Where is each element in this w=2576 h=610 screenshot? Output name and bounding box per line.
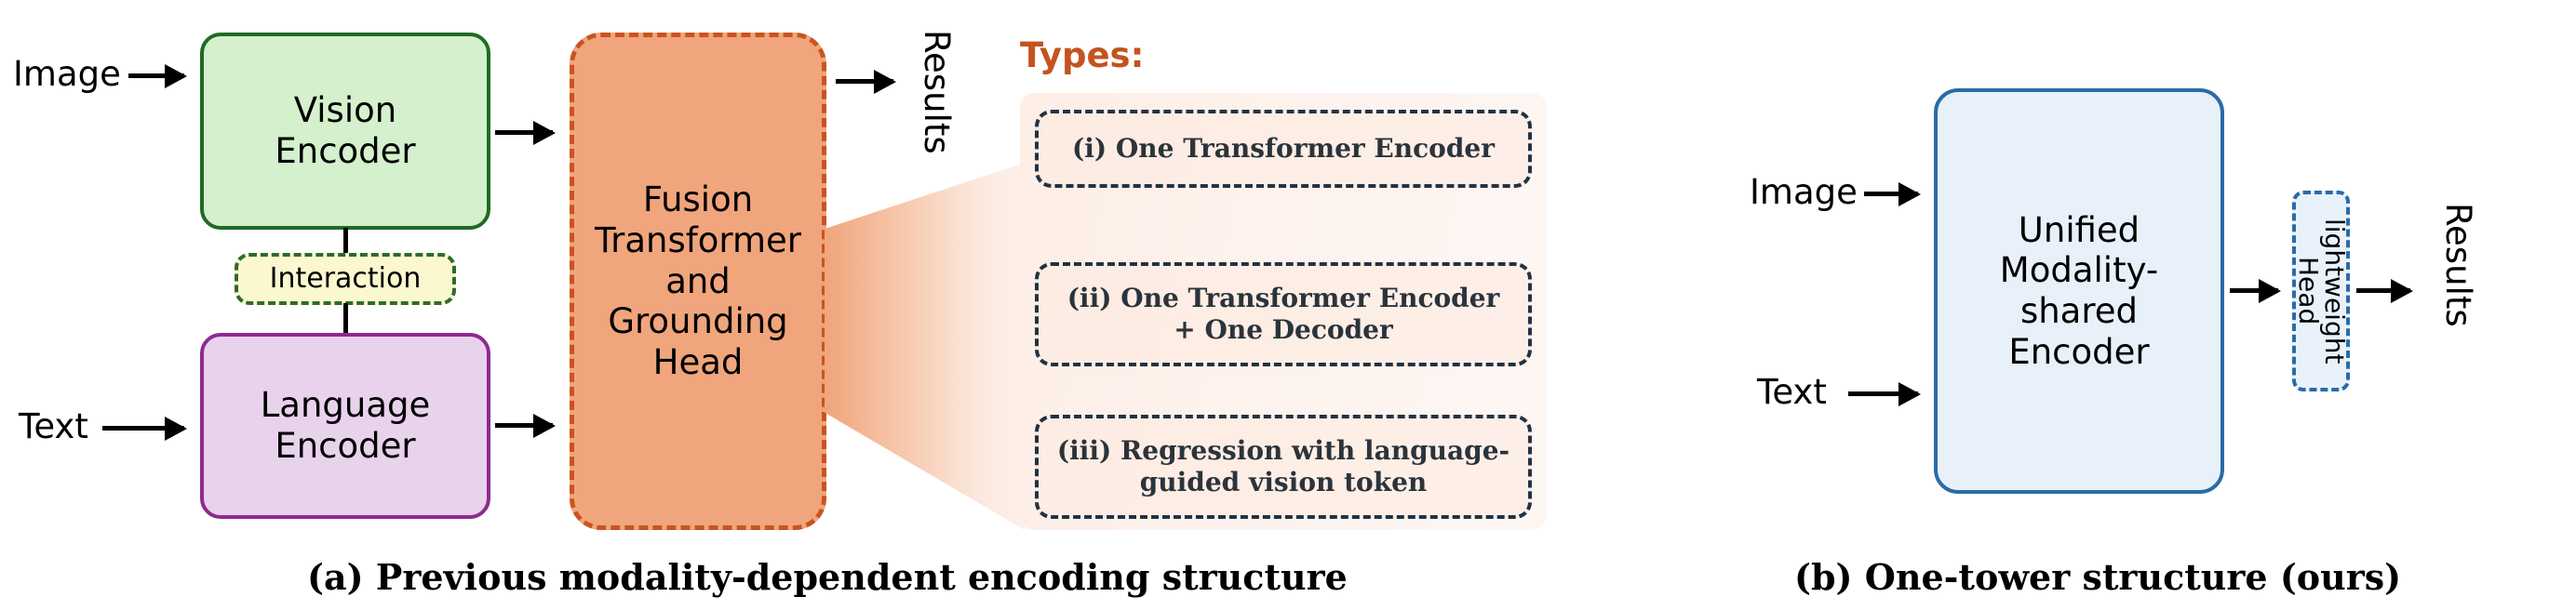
input-label-text-a: Text — [19, 406, 88, 446]
output-label-results-a: Results — [917, 30, 957, 154]
connector-vision-interaction — [343, 228, 348, 256]
type-item-iii[interactable]: (iii) Regression with language- guided v… — [1035, 415, 1532, 519]
node-unified-encoder-label: Unified Modality- shared Encoder — [1999, 209, 2159, 372]
arrow-fusion-to-results — [836, 79, 893, 84]
node-language-encoder[interactable]: Language Encoder — [200, 333, 490, 519]
arrow-text-to-unified — [1848, 391, 1918, 396]
type-item-iii-label: (iii) Regression with language- guided v… — [1056, 434, 1510, 497]
input-label-image-b: Image — [1750, 172, 1858, 212]
caption-panel-b: (b) One-tower structure (ours) — [1794, 556, 2402, 598]
arrow-text-to-language — [102, 426, 184, 431]
node-interaction[interactable]: Interaction — [235, 253, 456, 305]
node-interaction-label: Interaction — [269, 262, 422, 296]
type-item-i[interactable]: (i) One Transformer Encoder — [1035, 110, 1532, 188]
type-item-ii-label: (ii) One Transformer Encoder + One Decod… — [1067, 282, 1500, 345]
node-language-encoder-label: Language Encoder — [260, 385, 431, 466]
input-label-image-a: Image — [13, 54, 121, 94]
arrow-image-to-unified — [1864, 192, 1918, 196]
arrow-unified-to-head — [2230, 288, 2278, 293]
node-fusion-transformer[interactable]: Fusion Transformer and Grounding Head — [570, 33, 826, 530]
output-label-results-b: Results — [2438, 203, 2478, 327]
node-lightweight-head[interactable]: Head lightweight — [2292, 191, 2350, 391]
types-heading: Types: — [1020, 35, 1145, 75]
type-item-i-label: (i) One Transformer Encoder — [1072, 132, 1495, 164]
type-item-ii[interactable]: (ii) One Transformer Encoder + One Decod… — [1035, 262, 1532, 366]
arrow-image-to-vision — [128, 73, 184, 78]
node-unified-encoder[interactable]: Unified Modality- shared Encoder — [1934, 88, 2224, 494]
arrow-language-to-fusion — [495, 423, 553, 428]
node-fusion-transformer-label: Fusion Transformer and Grounding Head — [594, 179, 802, 382]
node-vision-encoder[interactable]: Vision Encoder — [200, 33, 490, 230]
head-label-line-1: lightweight — [2319, 218, 2350, 365]
head-label-line-2: Head — [2293, 257, 2324, 325]
node-lightweight-head-label: Head lightweight — [2293, 194, 2350, 388]
connector-interaction-language — [343, 303, 348, 335]
input-label-text-b: Text — [1757, 372, 1827, 412]
node-vision-encoder-label: Vision Encoder — [275, 90, 416, 171]
arrow-vision-to-fusion — [495, 130, 553, 135]
arrow-head-to-results — [2356, 288, 2410, 293]
caption-panel-a: (a) Previous modality-dependent encoding… — [307, 556, 1348, 598]
expansion-beam — [825, 163, 1025, 530]
